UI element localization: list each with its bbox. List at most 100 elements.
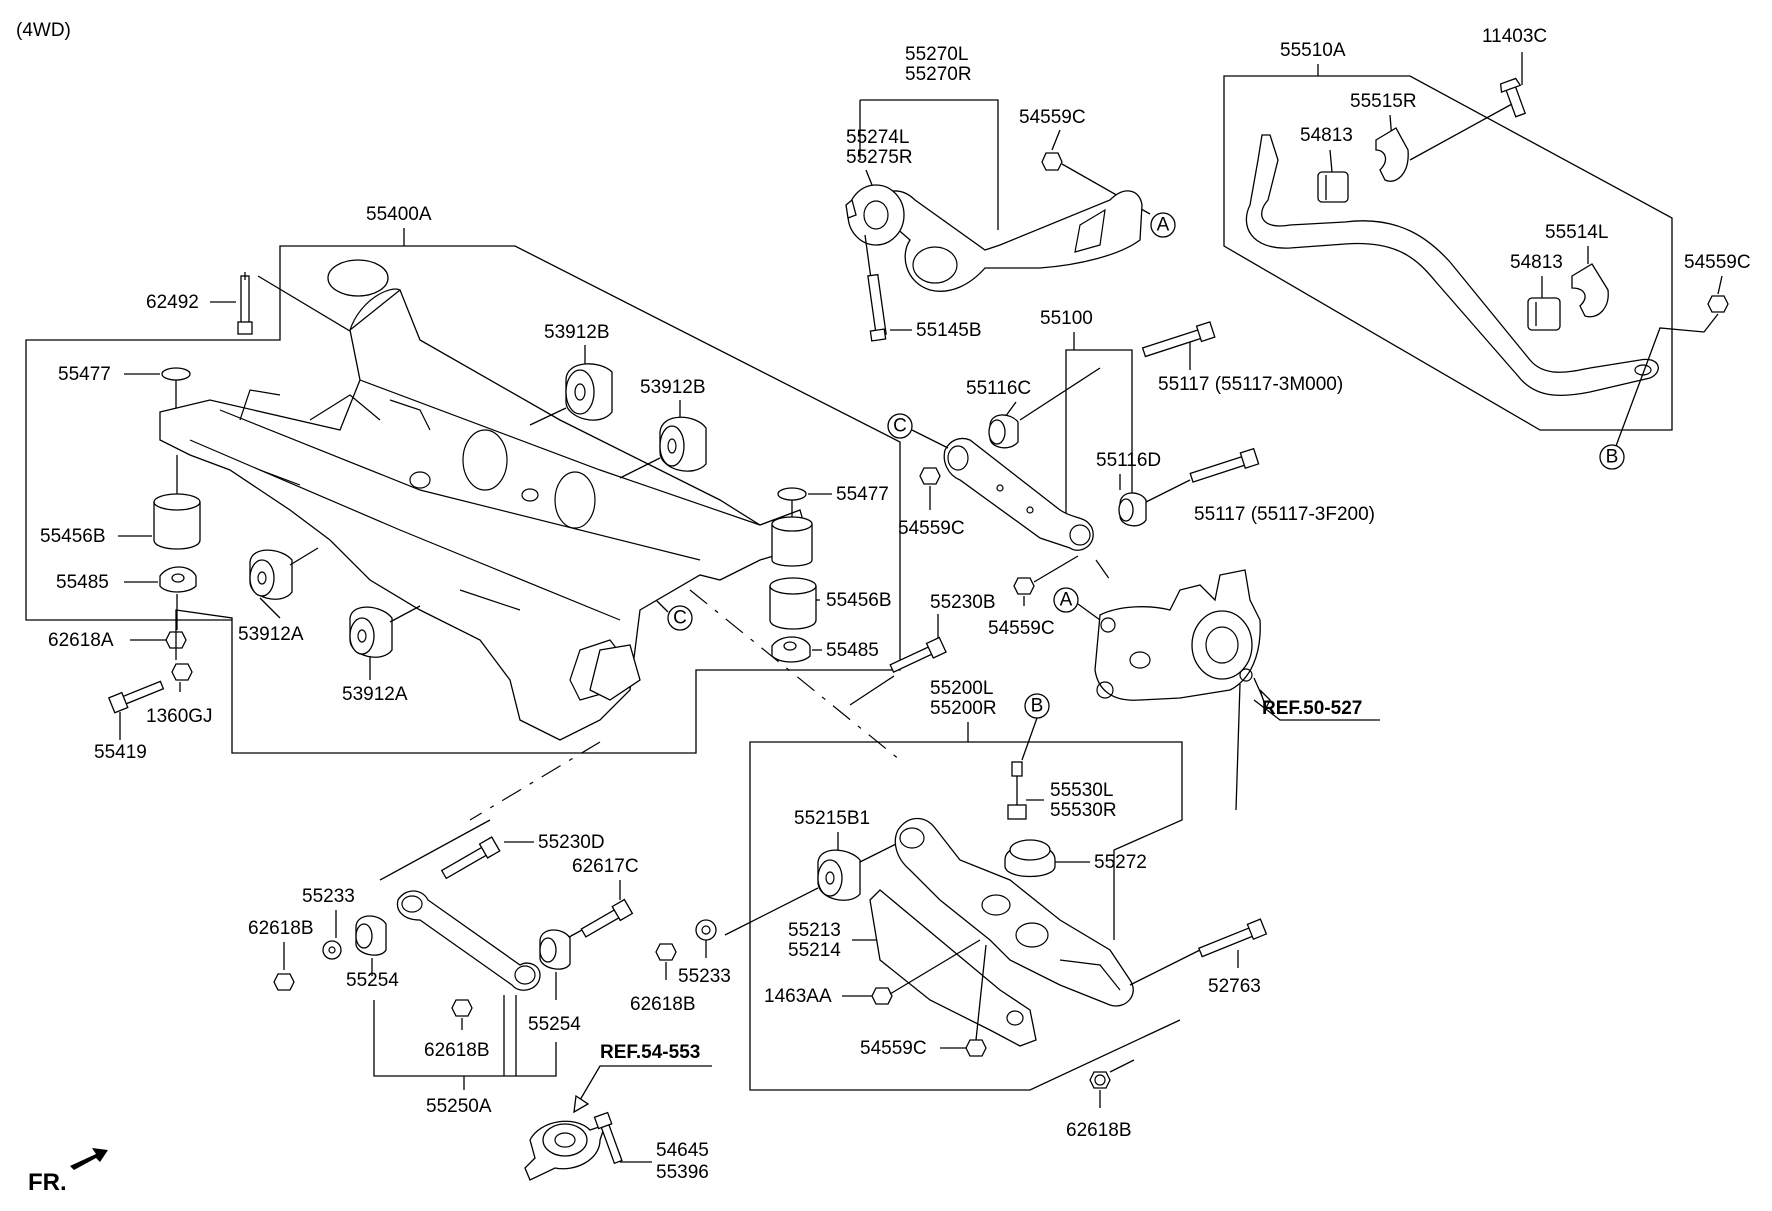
part-label-55213[interactable]: 55213 [788,920,841,941]
washer-55233-mid [695,919,717,941]
part-label-55270L[interactable]: 55270L [905,44,968,65]
part-label-55200R[interactable]: 55200R [930,698,997,719]
front-arrow-icon [70,1148,108,1170]
trailing-arm [869,190,1143,292]
part-label-55254-right[interactable]: 55254 [528,1014,581,1035]
knuckle-group: A REF.50-527 [1053,569,1380,811]
mount-group: REF.54-553 54645 55396 [524,1042,712,1183]
part-label-55456B[interactable]: 55456B [40,526,106,547]
part-label-55274L[interactable]: 55274L [846,127,909,148]
assist-arm-55250A [396,890,541,991]
bolt-62492 [240,275,250,325]
ref-label-54-553[interactable]: REF.54-553 [600,1042,700,1063]
part-label-54559C-lower[interactable]: 54559C [988,618,1055,639]
part-label-62618B-bottom[interactable]: 62618B [1066,1120,1132,1141]
bolt-62617C [580,908,622,938]
nut-1360GJ [171,663,193,681]
part-label-55530R[interactable]: 55530R [1050,800,1117,821]
part-label-55117-bottom[interactable]: 55117 (55117-3F200) [1194,504,1375,525]
part-label-55116D[interactable]: 55116D [1096,450,1161,471]
lower-arm-group: 55230B 55200L 55200R B 55530L 55530R 552… [630,592,1268,1141]
part-label-55233-left[interactable]: 55233 [302,886,355,907]
part-label-55515R[interactable]: 55515R [1350,91,1417,112]
bolt-52763 [1197,926,1255,958]
part-label-55456B-right[interactable]: 55456B [826,590,892,611]
part-label-55477-right[interactable]: 55477 [836,484,889,505]
part-label-55116C[interactable]: 55116C [966,378,1031,399]
part-label-55145B[interactable]: 55145B [916,320,982,341]
part-label-62618B-mid[interactable]: 62618B [630,994,696,1015]
part-label-53912A-2[interactable]: 53912A [342,684,408,705]
part-label-62618B-left[interactable]: 62618B [248,918,314,939]
bolt-55145B [867,273,887,337]
callout-b-right [1599,444,1625,470]
part-label-55400A[interactable]: 55400A [366,204,432,225]
part-label-55214[interactable]: 55214 [788,940,841,961]
bushing-55456B-right [769,585,817,630]
part-label-53912A-1[interactable]: 53912A [238,624,304,645]
part-label-55514L[interactable]: 55514L [1545,222,1608,243]
part-label-54813-mid[interactable]: 54813 [1510,252,1563,273]
part-label-55419[interactable]: 55419 [94,742,147,763]
lower-arm-cover [869,889,1037,1047]
part-label-55270R[interactable]: 55270R [905,64,972,85]
part-label-55485-left[interactable]: 55485 [56,572,109,593]
part-label-55272[interactable]: 55272 [1094,852,1147,873]
part-label-55100[interactable]: 55100 [1040,308,1093,329]
part-label-62618A[interactable]: 62618A [48,630,114,651]
part-label-52763[interactable]: 52763 [1208,976,1261,997]
upper-arm-group: 55100 55116C C 54559C 55117 (55117-3M000… [887,308,1375,639]
part-label-53912B-1[interactable]: 53912B [544,322,610,343]
rubber-mount-right [771,523,813,567]
front-direction-marker: FR. [28,1148,108,1196]
part-label-54559C-top[interactable]: 54559C [1019,107,1086,128]
part-label-55230D[interactable]: 55230D [538,832,605,853]
part-label-54813-top[interactable]: 54813 [1300,125,1353,146]
part-label-1360GJ[interactable]: 1360GJ [146,706,213,727]
part-label-55215B1[interactable]: 55215B1 [794,808,870,829]
part-label-53912B-2[interactable]: 53912B [640,377,706,398]
nut-62618B-bottom [1089,1071,1111,1089]
nut-62618B-center [451,999,473,1017]
part-label-54559C-mid[interactable]: 54559C [898,518,965,539]
part-label-55200L[interactable]: 55200L [930,678,993,699]
part-label-55254-left[interactable]: 55254 [346,970,399,991]
callout-a-knuckle-label: A [1060,590,1073,611]
callout-b-lower-label: B [1031,696,1044,717]
nut-54559C-top [1041,152,1063,171]
part-label-55477-left[interactable]: 55477 [58,364,111,385]
ref-label-50-527[interactable]: REF.50-527 [1262,698,1362,719]
bolt-55230D [440,845,489,880]
part-label-55117-top[interactable]: 55117 (55117-3M000) [1158,374,1343,395]
callout-a-top [1150,212,1176,238]
stabilizer-bar-group: 55510A 11403C 55515R 54813 55514L 54813 … [1223,26,1751,470]
stabilizer-bar [1245,134,1659,396]
nut-54559C-mid [919,467,941,485]
part-label-55485-right[interactable]: 55485 [826,640,879,661]
callout-b-right-label: B [1606,447,1619,468]
front-label: FR. [28,1169,67,1196]
bolt-55117-top [1141,328,1204,358]
part-label-55230B[interactable]: 55230B [930,592,996,613]
bolt-55230B [889,645,935,673]
part-label-62618B-center[interactable]: 62618B [424,1040,490,1061]
part-label-55510A[interactable]: 55510A [1280,40,1346,61]
part-label-1463AA[interactable]: 1463AA [764,986,832,1007]
part-label-62492[interactable]: 62492 [146,292,199,313]
part-label-55250A[interactable]: 55250A [426,1096,492,1117]
part-label-55396[interactable]: 55396 [656,1162,709,1183]
part-label-55275R[interactable]: 55275R [846,147,913,168]
trailing-arm-group: 55270L 55270R 55274L 55275R 54559C 55145… [845,44,1176,342]
part-label-55530L[interactable]: 55530L [1050,780,1113,801]
part-label-62617C[interactable]: 62617C [572,856,639,877]
part-label-11403C[interactable]: 11403C [1482,26,1547,47]
ref-arrow-mount [573,1094,590,1114]
callout-c-crossmember [667,605,693,631]
part-label-54645[interactable]: 54645 [656,1140,709,1161]
part-label-55233-mid[interactable]: 55233 [678,966,731,987]
bushing-54813-top [1317,171,1349,203]
part-label-54559C-right[interactable]: 54559C [1684,252,1751,273]
part-label-54559C-arm[interactable]: 54559C [860,1038,927,1059]
bushing-55456B-left [153,501,201,550]
